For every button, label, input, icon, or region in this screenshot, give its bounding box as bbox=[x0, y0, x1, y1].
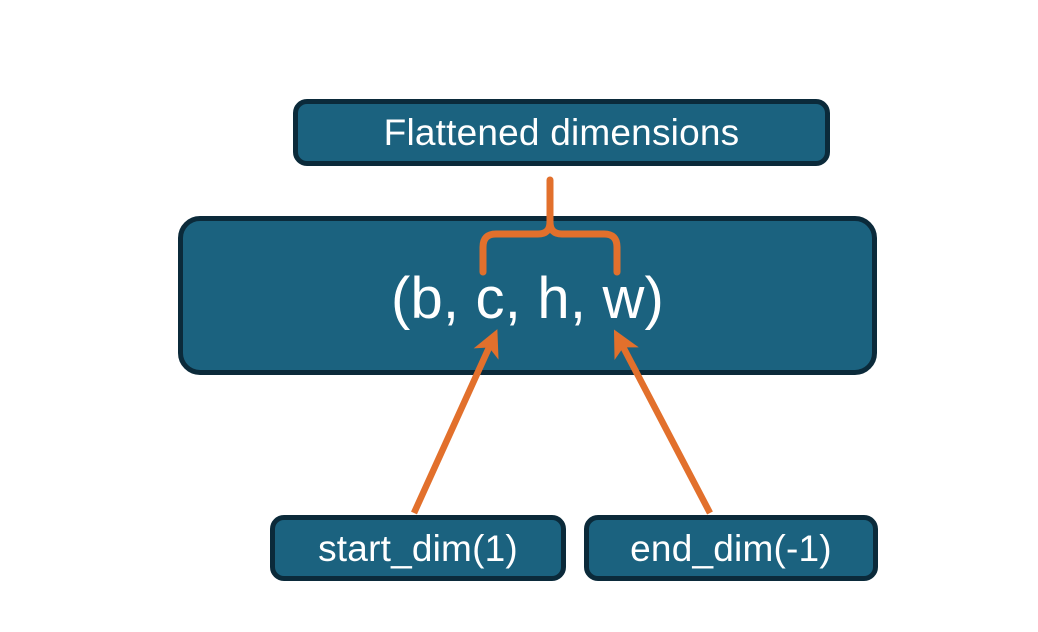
arrow-start-dim-to-c bbox=[411, 329, 499, 515]
node-flattened-dimensions[interactable]: Flattened dimensions bbox=[293, 99, 830, 166]
node-end-dim[interactable]: end_dim(-1) bbox=[584, 515, 878, 581]
node-tensor-shape-label: (b, c, h, w) bbox=[390, 265, 665, 331]
node-start-dim[interactable]: start_dim(1) bbox=[270, 515, 566, 581]
node-end-dim-label: end_dim(-1) bbox=[630, 527, 832, 569]
node-start-dim-label: start_dim(1) bbox=[318, 527, 518, 569]
node-flattened-dimensions-label: Flattened dimensions bbox=[383, 112, 740, 153]
node-tensor-shape[interactable]: (b, c, h, w) bbox=[178, 216, 877, 375]
arrow-end-dim-to-w bbox=[613, 329, 713, 515]
